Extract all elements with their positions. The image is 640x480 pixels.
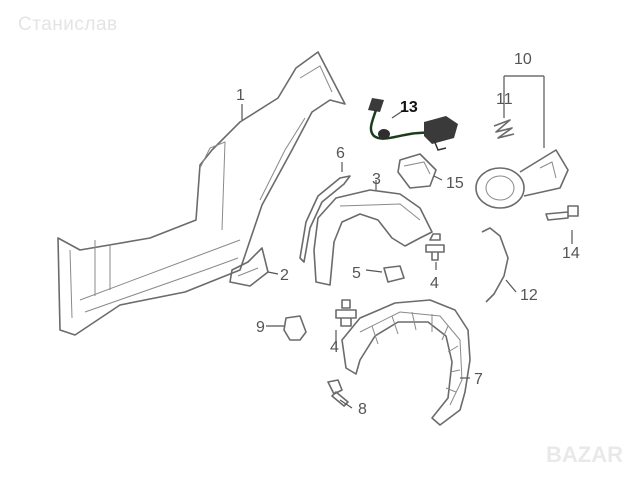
- seller-watermark: Станислав: [18, 14, 118, 35]
- leader-lines: [241, 75, 573, 409]
- label-2: 2: [280, 267, 289, 284]
- bolt-part: [327, 379, 349, 407]
- label-11: 11: [496, 91, 513, 108]
- nut-part: [383, 265, 405, 283]
- fender-part: [313, 189, 433, 286]
- wheel-liner-part: [341, 299, 471, 426]
- trim-strip-part: [299, 175, 351, 263]
- hose-part: [481, 227, 509, 303]
- fuel-door-part: [475, 149, 569, 209]
- label-4-upper: 4: [430, 275, 439, 292]
- label-10: 10: [514, 51, 532, 68]
- label-8: 8: [358, 401, 367, 418]
- label-1: 1: [236, 87, 245, 104]
- module-part: [397, 153, 437, 189]
- marketplace-watermark: BAZAR: [546, 442, 623, 467]
- label-13: 13: [400, 99, 418, 116]
- screw-part: [545, 205, 579, 221]
- label-9: 9: [256, 319, 265, 336]
- grommet-part: [283, 315, 307, 341]
- label-14: 14: [562, 245, 580, 262]
- label-3: 3: [372, 171, 381, 188]
- wiring-harness-part: [368, 98, 458, 151]
- label-6: 6: [336, 145, 345, 162]
- spring-part: [493, 119, 515, 139]
- label-7: 7: [474, 371, 483, 388]
- label-12: 12: [520, 287, 538, 304]
- clip-upper-part: [425, 233, 445, 261]
- side-panel-part: [57, 51, 346, 336]
- label-5: 5: [352, 265, 361, 282]
- clip-lower-part: [335, 299, 357, 327]
- label-4-lower: 4: [330, 339, 339, 356]
- bracket-part: [229, 247, 269, 287]
- label-15: 15: [446, 175, 464, 192]
